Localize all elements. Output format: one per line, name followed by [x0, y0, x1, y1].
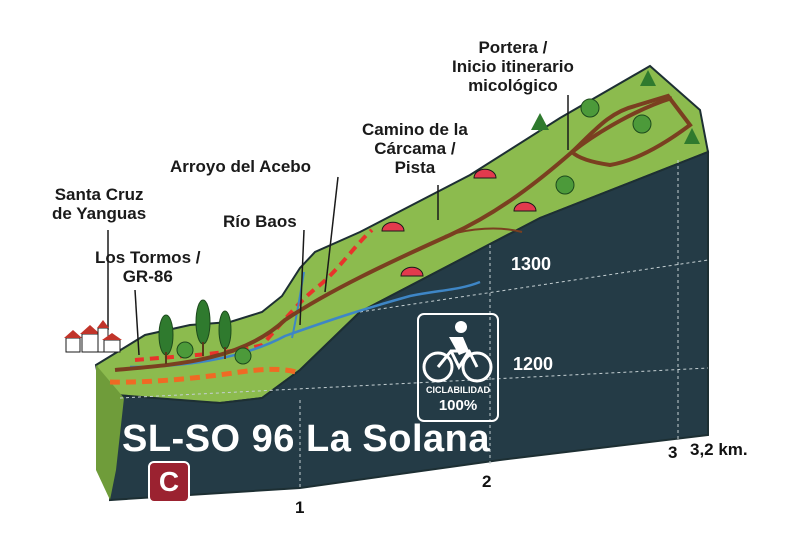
- label-rio-baos: Río Baos: [223, 212, 297, 231]
- altitude-1200: 1200: [513, 354, 554, 374]
- category-badge: C: [148, 461, 190, 503]
- label-line: Pista: [394, 158, 436, 177]
- km-mark-2: 2: [482, 472, 492, 491]
- bicycle-icon: [422, 321, 493, 383]
- river-branch: [291, 271, 305, 339]
- label-portera: Portera / Inicio itinerario micológico: [452, 38, 574, 95]
- km-mark-3: 3: [668, 443, 678, 462]
- label-arroyo-acebo: Arroyo del Acebo: [170, 157, 312, 176]
- cyclability-label: CICLABILIDAD: [426, 385, 490, 395]
- tree-icon: [158, 299, 232, 364]
- orange-route: [109, 366, 297, 385]
- label-line: de Yanguas: [52, 204, 147, 223]
- label-los-tormos: Los Tormos / GR-86: [95, 248, 200, 286]
- side-track: [444, 227, 523, 237]
- terrain-left-face: [96, 365, 124, 500]
- village-icon: [64, 320, 122, 353]
- route-title: SL-SO 96 La Solana: [122, 418, 490, 460]
- cyclability-value: 100%: [438, 397, 478, 414]
- altitude-1300: 1300: [511, 254, 552, 274]
- label-line: Camino de la: [362, 120, 468, 139]
- leader-lines: [107, 95, 569, 356]
- label-line: Los Tormos /: [95, 248, 201, 267]
- trail-loop: [570, 93, 693, 168]
- distance-total: 3,2 km.: [690, 440, 748, 459]
- label-line: Cárcama /: [374, 139, 456, 158]
- main-trail: [114, 96, 673, 372]
- label-line: Santa Cruz: [54, 185, 144, 204]
- label-santa-cruz: Santa Cruz de Yanguas: [52, 185, 146, 223]
- red-dashed-route: [134, 228, 374, 362]
- grid-guides: [119, 160, 709, 490]
- label-line: Inicio itinerario: [452, 57, 574, 76]
- label-line: micológico: [468, 76, 558, 95]
- pine-icon: [531, 70, 700, 144]
- label-line: Portera /: [478, 38, 548, 57]
- label-line: GR-86: [122, 267, 173, 286]
- cyclability-badge: CICLABILIDAD 100%: [417, 313, 499, 422]
- km-mark-1: 1: [295, 498, 305, 517]
- river-line: [129, 280, 481, 369]
- label-camino-carcama: Camino de la Cárcama / Pista: [362, 120, 468, 177]
- bush-icon: [176, 98, 652, 365]
- mushroom-icon: [381, 168, 537, 277]
